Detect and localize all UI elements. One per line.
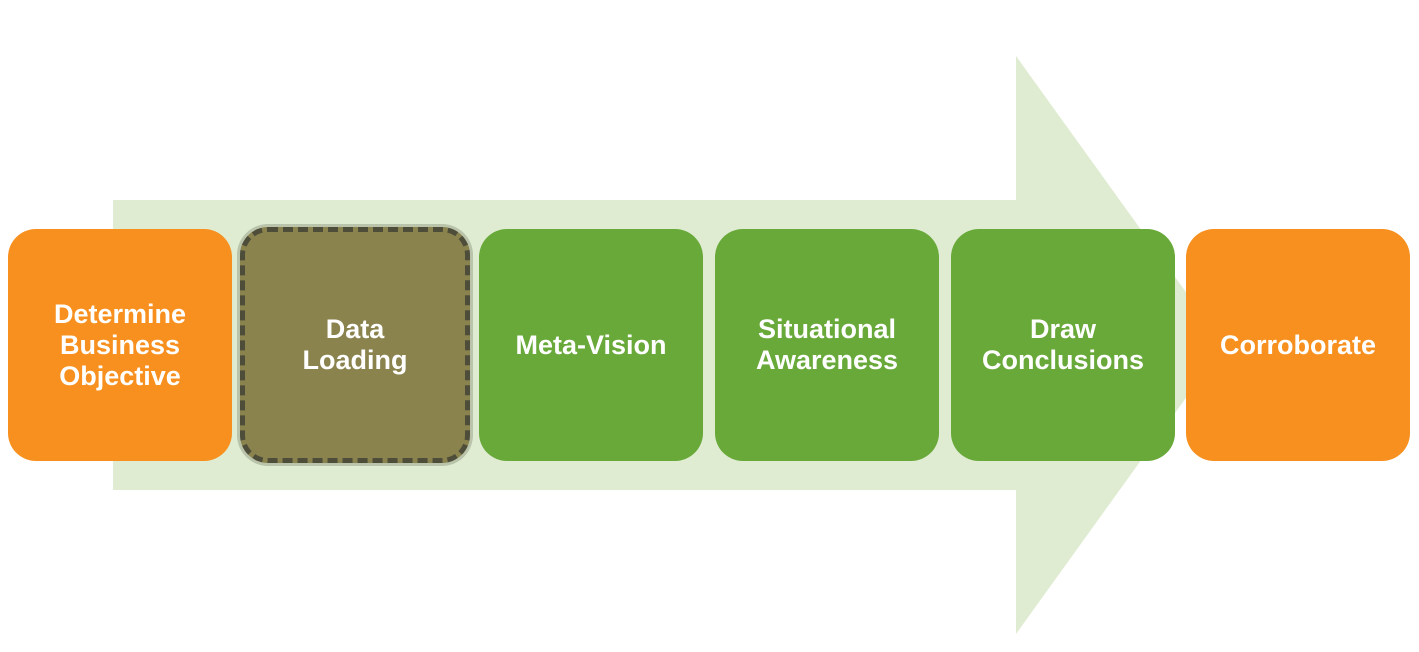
- step-determine-business-objective: Determine Business Objective: [8, 229, 232, 461]
- step-meta-vision: Meta-Vision: [479, 229, 703, 461]
- step-corroborate: Corroborate: [1186, 229, 1410, 461]
- step-situational-awareness: Situational Awareness: [715, 229, 939, 461]
- step-draw-conclusions: Draw Conclusions: [951, 229, 1175, 461]
- step-data-loading: Data Loading: [240, 227, 470, 463]
